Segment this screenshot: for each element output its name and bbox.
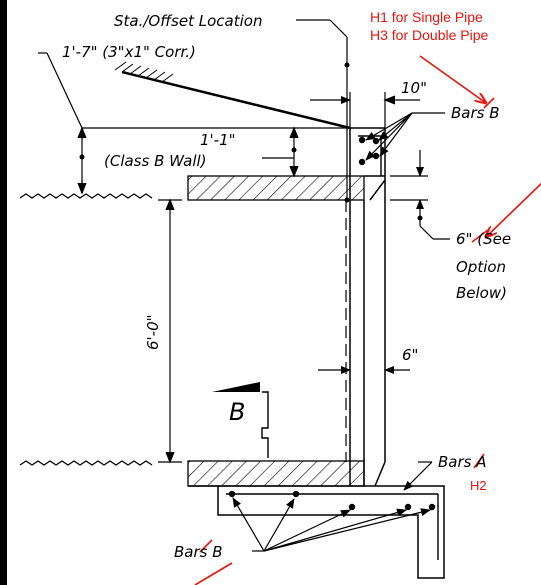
ground-line-bottom [19, 460, 153, 466]
sta-offset-label: Sta./Offset Location [114, 12, 262, 30]
red-markups [194, 55, 541, 585]
h3-note: H3 for Double Pipe [370, 27, 489, 43]
corr-label: 1'-7" (3"x1" Corr.) [62, 43, 196, 61]
dim-6in-see-label-1: 6" (See [456, 230, 511, 248]
dim-6-0-label: 6'-0" [144, 314, 162, 350]
bars-a-leader [403, 461, 433, 491]
dim-6in-see-label-3: Below) [456, 284, 507, 302]
bars-b-bottom-leaders [232, 497, 431, 552]
dim-1-7 [38, 52, 348, 195]
bars-top-label: Bars B [451, 104, 500, 122]
dim-6in-see [390, 150, 450, 240]
ground-line-top [19, 193, 153, 199]
wall [349, 127, 386, 487]
dim-6in-see-node [417, 215, 423, 221]
footing-rebar [226, 490, 439, 560]
dim-1-1-node [291, 147, 297, 153]
dim-1-1-label: 1'-1" [200, 131, 236, 149]
bars-bottom-label: Bars B [174, 543, 223, 561]
dim-10in [310, 92, 420, 128]
top-slab [187, 175, 365, 201]
bottom-slab [187, 460, 365, 487]
left-border [0, 0, 7, 585]
dim-6-0 [158, 198, 182, 464]
dim-6in-see-label-2: Option [456, 258, 506, 276]
sta-offset-leader [296, 19, 348, 200]
dim-1-7-node [79, 154, 85, 160]
bars-b-top-leaders [365, 112, 445, 161]
wall-top-node [344, 197, 350, 203]
section-b-marker [212, 382, 269, 458]
bars-a-label: Bars A [438, 453, 487, 471]
section-b-label: B [229, 398, 245, 426]
h1-note: H1 for Single Pipe [370, 9, 483, 25]
dim-6in-wall-label: 6" [402, 346, 418, 364]
footing [188, 485, 445, 579]
h2-note: H2 [470, 478, 487, 493]
class-b-label: (Class B Wall) [104, 152, 207, 170]
dim-10in-label: 10" [401, 79, 427, 97]
slope-line [114, 61, 351, 130]
sta-offset-node [344, 62, 350, 68]
